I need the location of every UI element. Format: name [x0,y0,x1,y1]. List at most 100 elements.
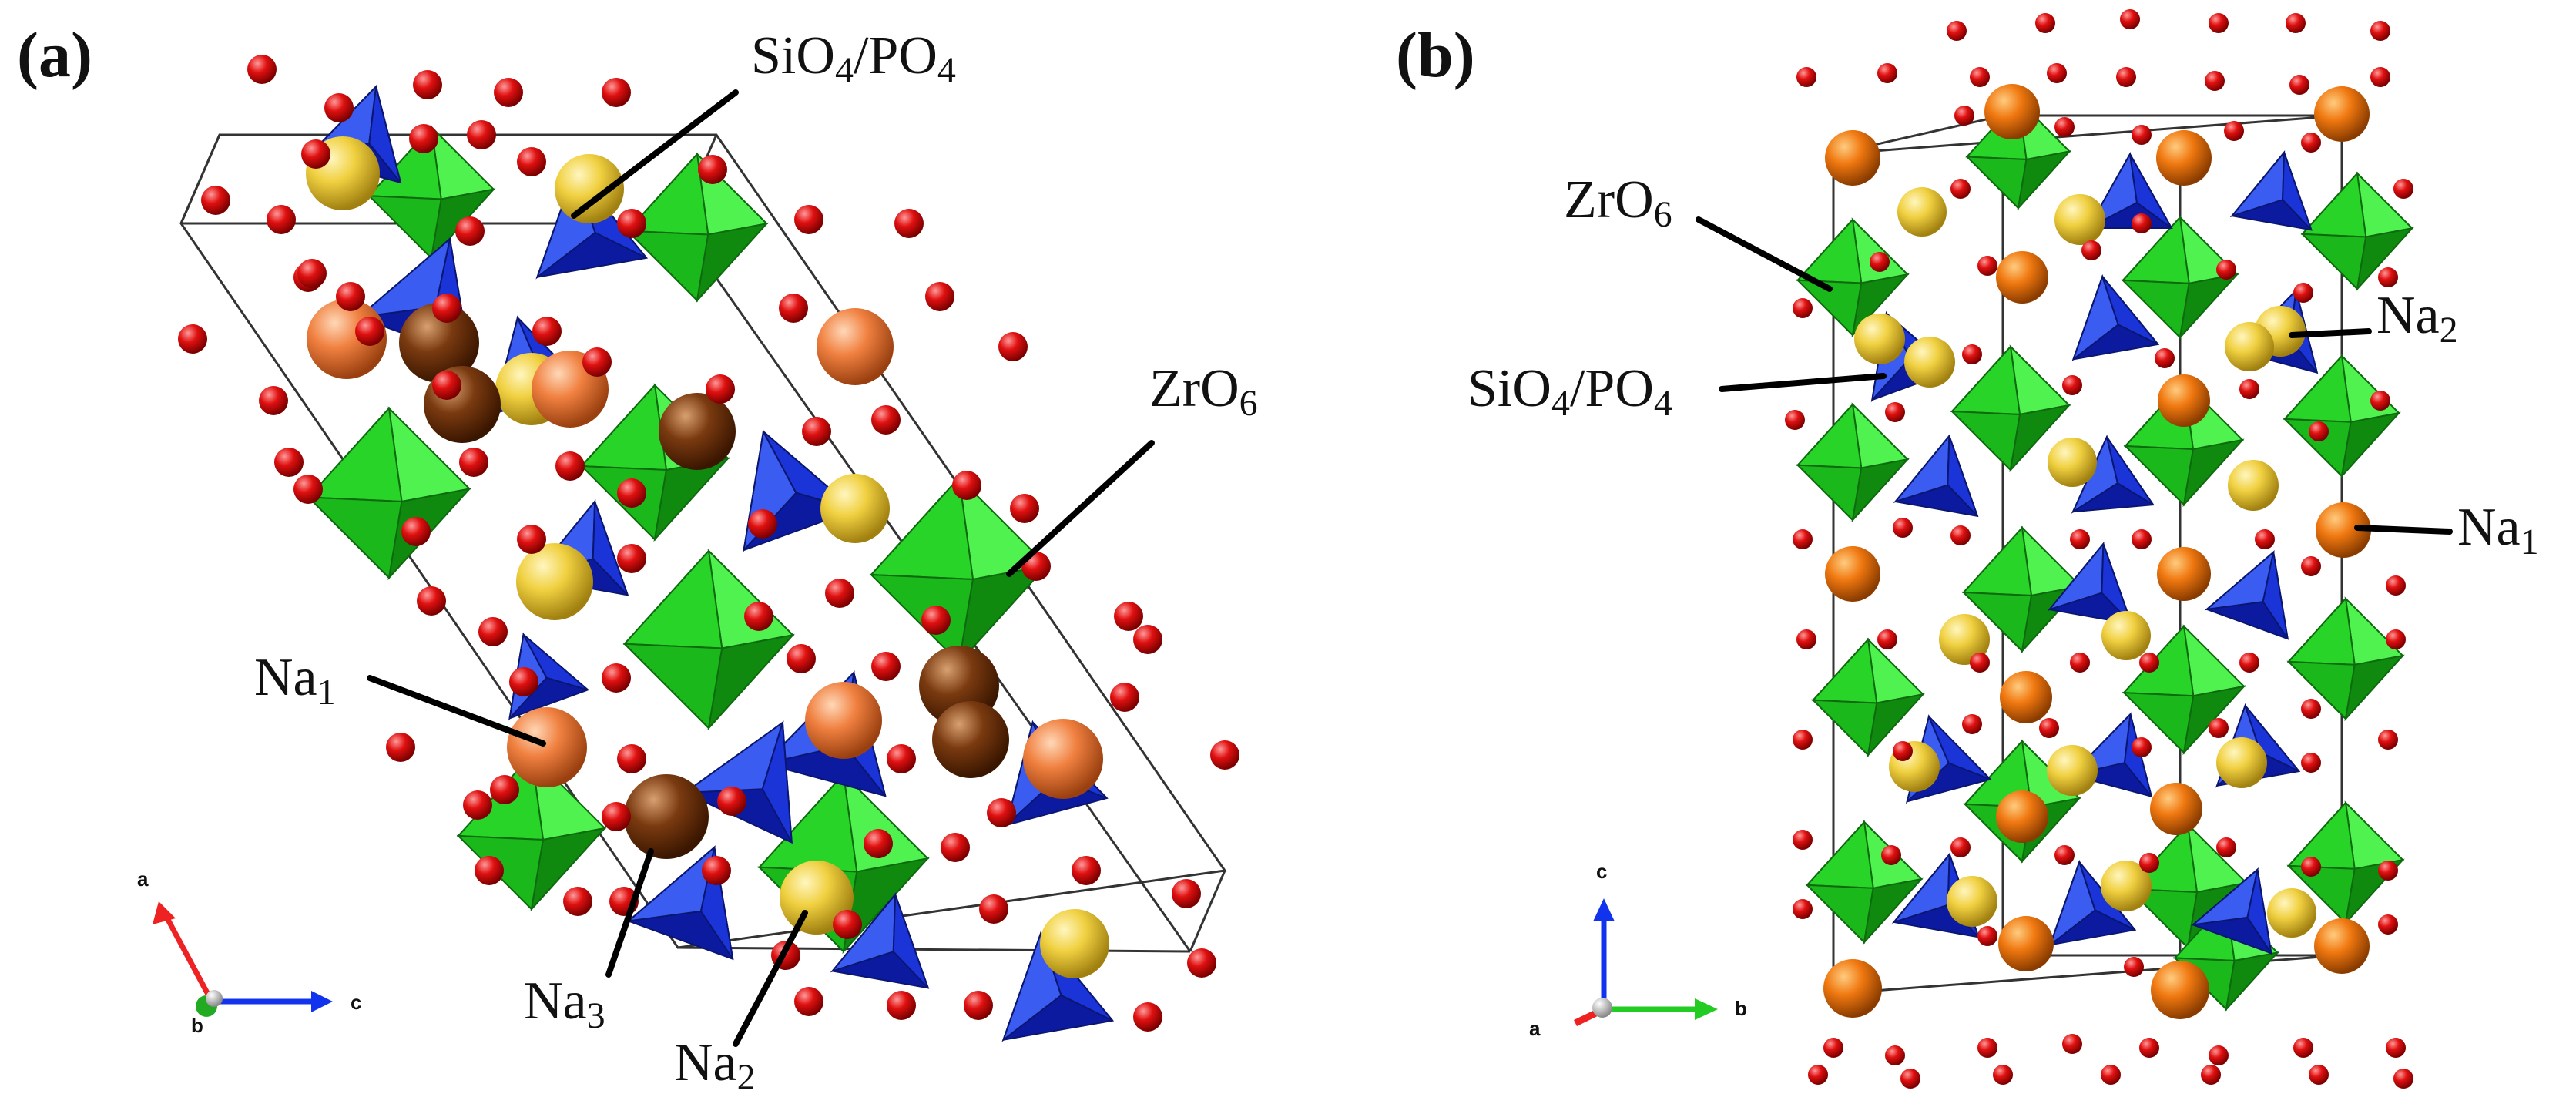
na1-atom [2150,783,2202,835]
oxygen-atom [2370,67,2390,87]
oxygen-atom [1893,741,1913,761]
axis-c-arrowhead-b [1593,898,1615,921]
oxygen-atom [952,471,981,500]
oxygen-atom [1808,1065,1828,1085]
na1-atom [2156,130,2212,186]
na1-atom [1823,959,1882,1018]
oxygen-atom [2035,13,2055,33]
axis-label-c-b: c [1596,860,1608,883]
oxygen-atom [1962,714,1982,734]
oxygen-atom [2047,63,2067,83]
panel-b-label-na2: Na2 [2376,286,2458,351]
zro6-octahedron [2286,800,2405,926]
oxygen-atom [706,374,735,404]
oxygen-atom [490,775,519,804]
na2-atom [1947,876,1997,927]
oxygen-atom [2209,1045,2229,1065]
oxygen-atom [386,733,415,762]
oxygen-atom [998,332,1028,361]
oxygen-atom [401,517,431,546]
na2-atom [1939,614,1990,665]
oxygen-atom [1947,21,1967,41]
oxygen-atom [2293,1038,2313,1058]
na1-atom [2151,961,2209,1019]
oxygen-atom [259,386,288,415]
panel-a-axis-triad [153,901,333,1017]
oxygen-atom [2101,1065,2121,1085]
oxygen-atom [267,205,296,234]
axis-origin [206,990,223,1007]
oxygen-atom [2224,121,2244,141]
oxygen-atom [1114,602,1143,631]
zro6-octahedron [2300,171,2414,292]
na1-atom [1984,84,2040,139]
sio4-po4-tetrahedron [2047,541,2133,626]
oxygen-atom [717,787,746,816]
oxygen-atom [2239,653,2259,673]
oxygen-atom [2239,379,2259,399]
oxygen-atom [2081,240,2101,260]
oxygen-atom [2070,653,2090,673]
na1-atom [2000,671,2052,723]
oxygen-atom [274,448,304,477]
panel-a-na-sites [306,136,1109,978]
oxygen-atom [1823,1038,1843,1058]
oxygen-atom [2301,133,2321,153]
axis-a-arrow [163,914,215,1003]
axis-b-arrowhead-b [1695,998,1718,1020]
oxygen-atom [293,475,323,504]
oxygen-atom [2289,75,2309,95]
na2-atom [1904,337,1955,388]
zro6-octahedron [626,152,769,304]
oxygen-atom [2205,71,2225,91]
oxygen-atom [941,833,970,862]
oxygen-atom [794,987,823,1016]
oxygen-atom [1796,629,1816,649]
panel-a-label-na2: Na2 [674,1033,756,1098]
leader-b-na1 [2354,525,2453,535]
oxygen-atom [1954,106,1974,126]
oxygen-atom [1793,298,1813,318]
oxygen-atom [1993,1065,2013,1085]
na2-atom [2047,745,2098,796]
oxygen-atom [2386,629,2406,649]
oxygen-atom [2132,125,2152,145]
oxygen-atom [417,586,446,616]
na2-atom [2267,888,2316,938]
na3-atom [659,393,736,470]
oxygen-atom [871,405,901,435]
oxygen-atom [463,790,492,820]
oxygen-atom [2054,845,2075,865]
oxygen-atom [964,991,993,1020]
oxygen-atom [2393,1069,2413,1089]
panel-a-leader-lines [367,89,1155,1047]
oxygen-atom [1885,402,1905,422]
oxygen-atom [1885,1045,1905,1065]
oxygen-atom [432,371,461,400]
oxygen-atom [563,887,592,916]
oxygen-atom [1110,683,1139,712]
oxygen-atom [2309,1065,2329,1085]
panel-b-na-sites [1823,84,2371,1019]
oxygen-atom [802,417,831,446]
oxygen-atom [887,991,916,1020]
na1-atom [1825,130,1880,186]
oxygen-atom [178,324,207,354]
axis-label-a-b: a [1529,1017,1541,1040]
zro6-octahedron [869,475,1049,666]
oxygen-atom [2378,267,2398,287]
leader-a-na2 [733,910,808,1047]
axis-label-a: a [137,867,149,891]
oxygen-atom [1970,67,1990,87]
zro6-octahedron [1961,525,2083,654]
na2-atom [1854,314,1905,364]
oxygen-atom [2386,575,2406,596]
oxygen-atom [297,259,327,288]
oxygen-atom [409,124,438,153]
oxygen-atom [1793,830,1813,850]
panel-a-label-na1: Na1 [254,648,336,713]
panel-a-label-sio4-po4: SiO4/PO4 [751,26,956,91]
oxygen-atom [702,856,731,885]
leader-a-na3 [605,848,654,978]
